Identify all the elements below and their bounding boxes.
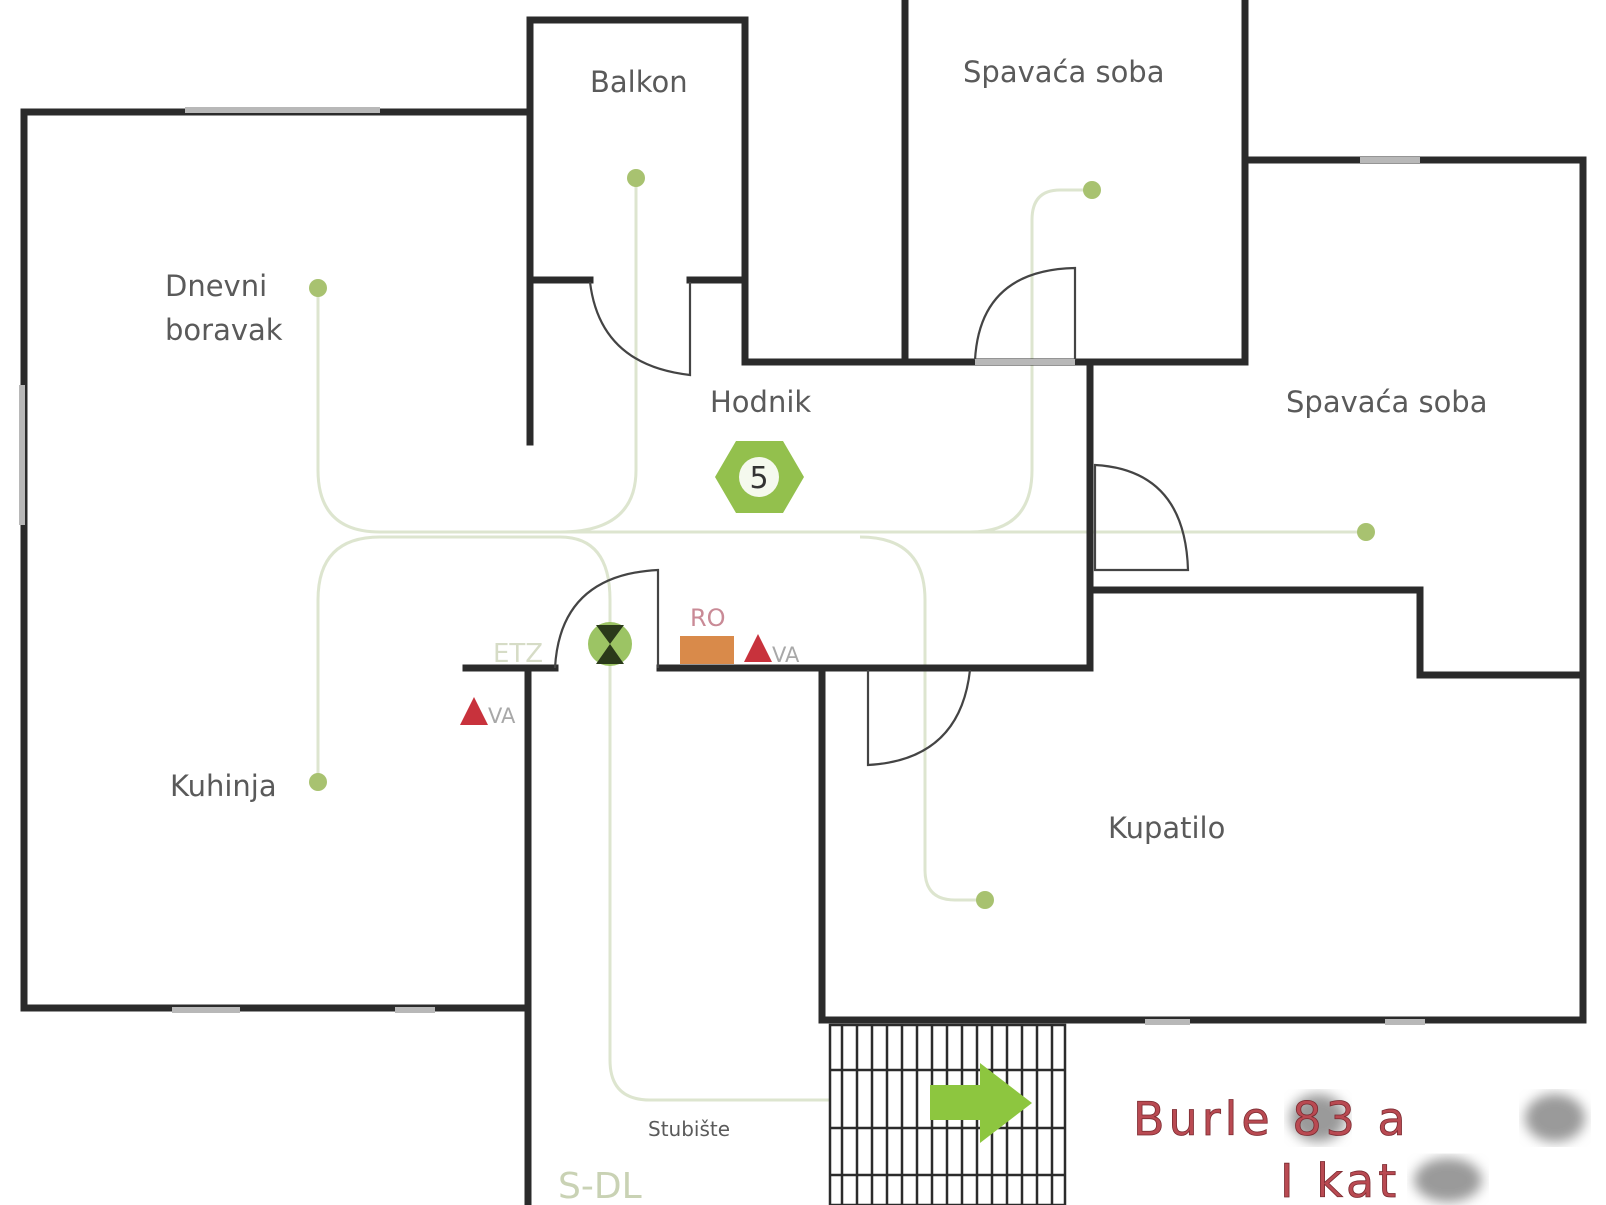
outlet-spavaca1-icon bbox=[1083, 181, 1101, 199]
ro-label: RO bbox=[690, 604, 726, 632]
room-label-dnevni: Dnevni bbox=[165, 269, 267, 303]
room-label-spavaca-1: Spavaća soba bbox=[963, 55, 1165, 89]
room-label-kuhinja: Kuhinja bbox=[170, 769, 277, 803]
va-warning-icon-2 bbox=[460, 697, 488, 725]
outlet-kupatilo-icon bbox=[976, 891, 994, 909]
room-label-boravak: boravak bbox=[165, 313, 283, 347]
walls bbox=[20, 0, 1587, 1205]
stairs-arrow-icon bbox=[930, 1063, 1032, 1143]
address-title: Burle 83 a I kat bbox=[1133, 1092, 1585, 1205]
room-label-spavaca-2: Spavaća soba bbox=[1286, 385, 1488, 419]
room-label-balkon: Balkon bbox=[590, 65, 688, 99]
router-icon bbox=[680, 636, 734, 664]
hub-hexagon-icon: 5 bbox=[715, 441, 804, 513]
va-label-2: VA bbox=[488, 704, 516, 728]
outlet-dnevni-icon bbox=[309, 279, 327, 297]
room-label-hodnik: Hodnik bbox=[710, 385, 811, 419]
title-line-2: I kat bbox=[1280, 1154, 1400, 1205]
room-label-kupatilo: Kupatilo bbox=[1108, 811, 1225, 845]
sdl-label: S-DL bbox=[558, 1166, 642, 1205]
va-warning-icon-1 bbox=[744, 634, 772, 662]
panel-icon bbox=[588, 622, 632, 666]
outlet-balkon-icon bbox=[627, 169, 645, 187]
room-label-stubiste: Stubište bbox=[648, 1117, 730, 1141]
cable-network bbox=[316, 180, 1365, 1102]
doors bbox=[553, 266, 1190, 767]
windows bbox=[19, 107, 1425, 1025]
outlet-spavaca2-icon bbox=[1357, 523, 1375, 541]
title-line-1: Burle 83 a bbox=[1133, 1092, 1410, 1146]
staircase bbox=[828, 1023, 1067, 1205]
va-label-1: VA bbox=[772, 643, 800, 667]
outlet-kuhinja-icon bbox=[309, 773, 327, 791]
hub-number: 5 bbox=[749, 461, 768, 496]
etz-label: ETZ bbox=[493, 639, 543, 669]
